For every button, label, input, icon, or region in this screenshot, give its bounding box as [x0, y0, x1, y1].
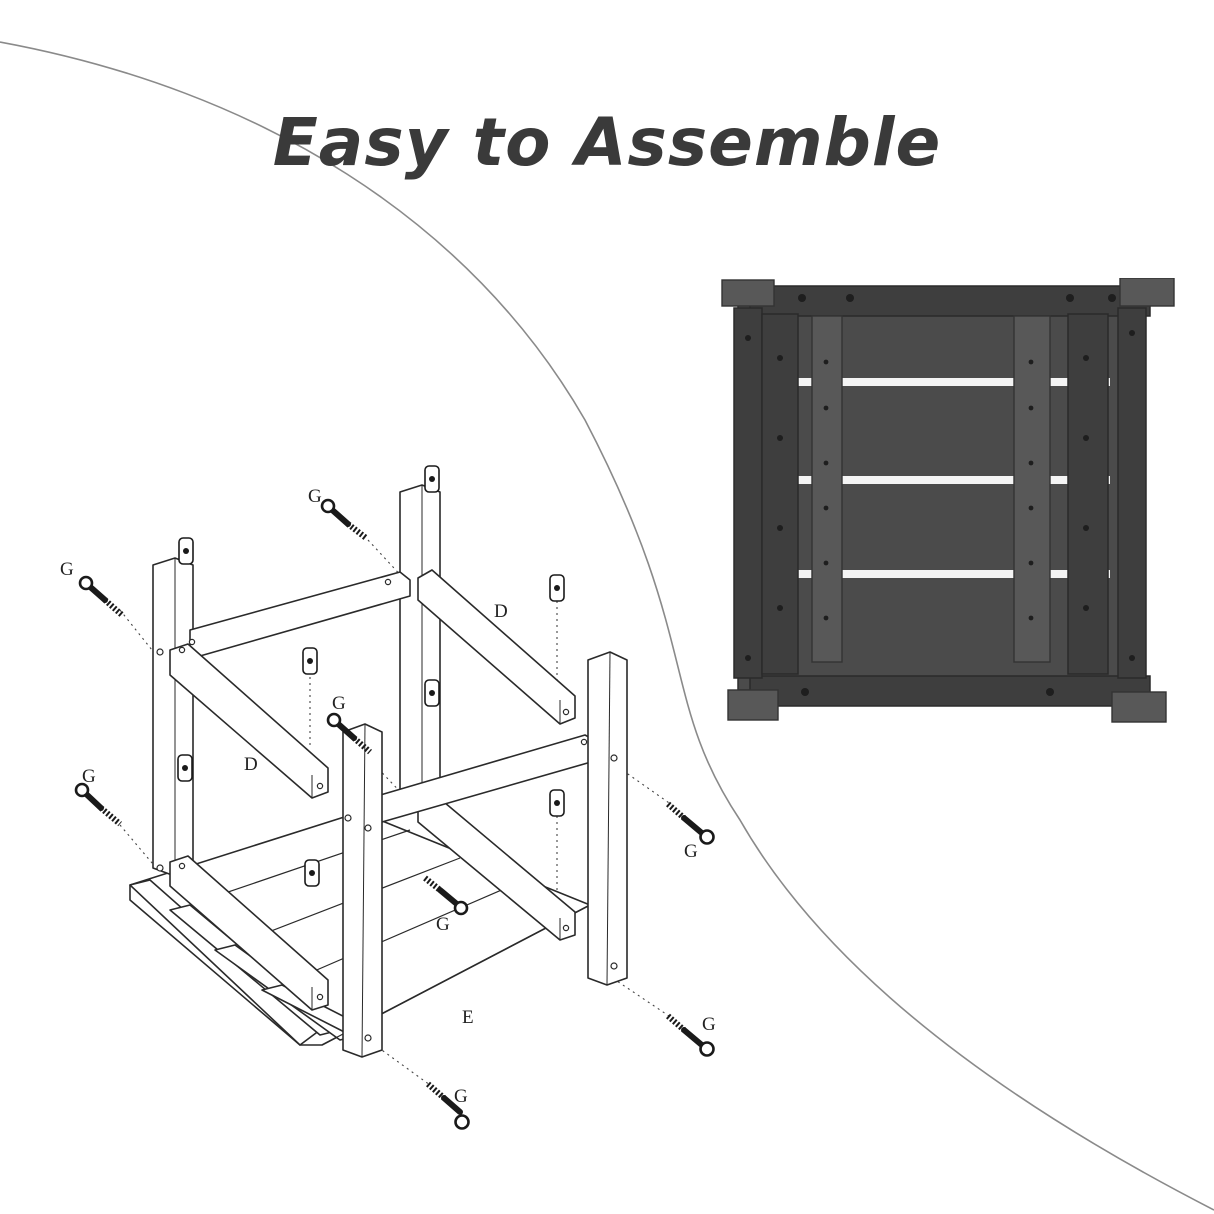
- label-e: E: [462, 1007, 474, 1028]
- label-g: G: [308, 486, 322, 507]
- phillips-screw-icon: [320, 498, 368, 541]
- rail-d-left: [169, 643, 329, 799]
- phillips-screw-icon: [426, 1081, 470, 1130]
- phillips-screw-icon: [78, 575, 124, 618]
- barrel-nut-icon: [424, 679, 440, 707]
- label-g: G: [60, 559, 74, 580]
- barrel-nut-icon: [549, 574, 565, 602]
- screws: [74, 498, 715, 1130]
- label-d: D: [494, 601, 508, 622]
- label-g: G: [702, 1014, 716, 1035]
- label-g: G: [82, 766, 96, 787]
- phillips-screw-icon: [326, 712, 372, 755]
- label-g: G: [684, 841, 698, 862]
- barrel-nuts: [177, 465, 565, 887]
- phillips-screw-icon: [666, 1013, 715, 1057]
- barrel-nut-icon: [424, 465, 440, 493]
- label-g: G: [332, 693, 346, 714]
- leg-back-left: [152, 557, 194, 876]
- label-g: G: [436, 914, 450, 935]
- phillips-screw-icon: [666, 801, 715, 845]
- label-g: G: [454, 1086, 468, 1107]
- phillips-screw-icon: [74, 782, 122, 827]
- leg-back-right: [399, 484, 441, 809]
- barrel-nut-icon: [304, 859, 320, 887]
- part-labels: G G G G G G G G D D E: [60, 486, 716, 1107]
- barrel-nut-icon: [178, 537, 194, 565]
- leg-front-right: [587, 651, 628, 986]
- rail-d-right: [417, 569, 576, 725]
- rail-bottom-left: [169, 855, 329, 1011]
- page-title: Easy to Assemble: [272, 104, 942, 181]
- barrel-nut-icon: [302, 647, 318, 675]
- leg-front-left: [342, 723, 383, 1058]
- label-d: D: [244, 754, 258, 775]
- barrel-nut-icon: [549, 789, 565, 817]
- assembled-stool-photo: [721, 278, 1175, 723]
- phillips-screw-icon: [423, 875, 469, 916]
- barrel-nut-icon: [177, 754, 193, 782]
- rail-top-back: [188, 571, 411, 657]
